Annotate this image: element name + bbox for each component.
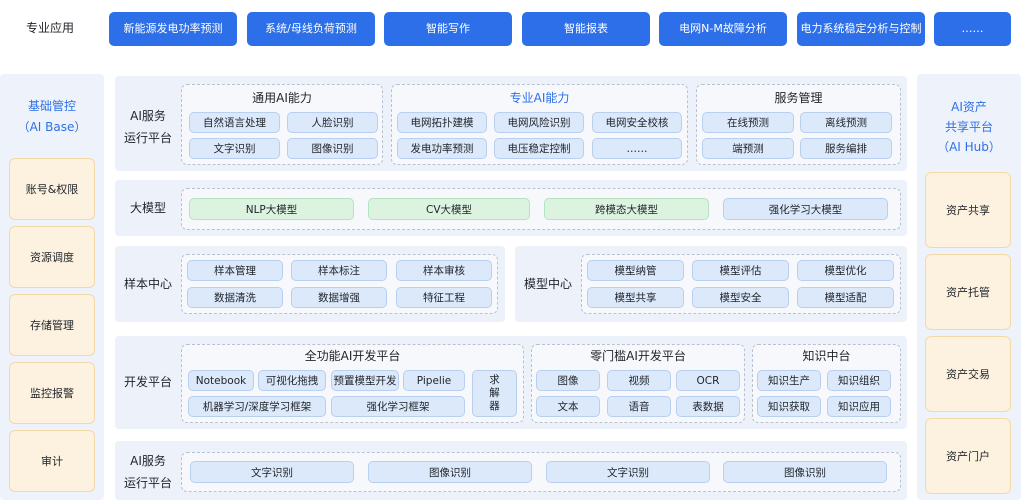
base-item-account[interactable]: 账号&权限 <box>9 158 95 220</box>
general-ai-title: 通用AI能力 <box>252 91 312 105</box>
model-nlp[interactable]: NLP大模型 <box>189 198 354 220</box>
app-new-energy-forecast[interactable]: 新能源发电功率预测 <box>109 12 237 46</box>
app-stability-control[interactable]: 电力系统稳定分析与控制 <box>797 12 925 46</box>
knowledge-produce[interactable]: 知识生产 <box>757 370 821 391</box>
capability-security-check[interactable]: 电网安全校核 <box>592 112 682 133</box>
model-cv[interactable]: CV大模型 <box>368 198 530 220</box>
app-smart-report[interactable]: 智能报表 <box>522 12 650 46</box>
knowledge-apply[interactable]: 知识应用 <box>827 396 891 417</box>
bottom-label-1: AI服务 <box>130 454 166 468</box>
sample-label[interactable]: 样本标注 <box>291 260 387 281</box>
feature-engineering[interactable]: 特征工程 <box>396 287 492 308</box>
bottom-ocr-1[interactable]: 文字识别 <box>190 461 354 483</box>
tool-pipeline[interactable]: Pipelie <box>403 370 465 391</box>
base-item-storage[interactable]: 存储管理 <box>9 294 95 356</box>
app-load-forecast[interactable]: 系统/母线负荷预测 <box>247 12 375 46</box>
app-nm-fault-analysis[interactable]: 电网N-M故障分析 <box>659 12 787 46</box>
model-share[interactable]: 模型共享 <box>587 287 684 308</box>
ai-hub-title-2: 共享平台 <box>944 120 993 134</box>
model-onboard[interactable]: 模型纳管 <box>587 260 684 281</box>
base-item-monitor[interactable]: 监控报警 <box>9 362 95 424</box>
service-mgmt-title: 服务管理 <box>774 91 823 105</box>
solver-char-3: 器 <box>489 400 500 412</box>
solver-char-2: 解 <box>489 387 500 399</box>
big-model-label: 大模型 <box>129 201 166 215</box>
service-offline[interactable]: 离线预测 <box>800 112 892 133</box>
model-adapt[interactable]: 模型适配 <box>797 287 894 308</box>
hub-item-share[interactable]: 资产共享 <box>925 172 1011 248</box>
model-evaluate[interactable]: 模型评估 <box>692 260 789 281</box>
tool-preset-model[interactable]: 预置模型开发 <box>331 370 399 391</box>
model-rl[interactable]: 强化学习大模型 <box>723 198 888 220</box>
zero-speech[interactable]: 语音 <box>607 396 671 417</box>
capability-image[interactable]: 图像识别 <box>287 138 378 159</box>
tool-ml-dl-framework[interactable]: 机器学习/深度学习框架 <box>188 396 326 417</box>
capability-risk[interactable]: 电网风险识别 <box>494 112 584 133</box>
capability-voltage[interactable]: 电压稳定控制 <box>494 138 584 159</box>
hub-item-portal[interactable]: 资产门户 <box>925 418 1011 494</box>
base-item-resource[interactable]: 资源调度 <box>9 226 95 288</box>
capability-power-forecast[interactable]: 发电功率预测 <box>397 138 487 159</box>
bottom-image-2[interactable]: 图像识别 <box>723 461 887 483</box>
service-orchestration[interactable]: 服务编排 <box>800 138 892 159</box>
capability-nlp[interactable]: 自然语言处理 <box>189 112 280 133</box>
capability-face[interactable]: 人脸识别 <box>287 112 378 133</box>
zero-tabular[interactable]: 表数据 <box>676 396 740 417</box>
full-dev-title: 全功能AI开发平台 <box>304 349 401 363</box>
model-multimodal[interactable]: 跨模态大模型 <box>544 198 709 220</box>
ai-hub-title-1: AI资产 <box>951 100 987 114</box>
bottom-ocr-2[interactable]: 文字识别 <box>546 461 710 483</box>
model-security[interactable]: 模型安全 <box>692 287 789 308</box>
app-more[interactable]: …… <box>934 12 1011 46</box>
tool-rl-framework[interactable]: 强化学习框架 <box>331 396 465 417</box>
solver-char-1: 求 <box>489 374 500 386</box>
capability-more[interactable]: …… <box>592 138 682 159</box>
sample-review[interactable]: 样本审核 <box>396 260 492 281</box>
top-row-label: 专业应用 <box>25 21 74 35</box>
service-edge[interactable]: 端预测 <box>702 138 794 159</box>
sample-center-label: 样本中心 <box>123 277 172 291</box>
capability-ocr[interactable]: 文字识别 <box>189 138 280 159</box>
data-augment[interactable]: 数据增强 <box>291 287 387 308</box>
bottom-label-2: 运行平台 <box>123 476 172 490</box>
zero-dev-title: 零门槛AI开发平台 <box>590 349 686 363</box>
tool-visual-drag[interactable]: 可视化拖拽 <box>258 370 326 391</box>
zero-ocr[interactable]: OCR <box>676 370 740 391</box>
zero-image[interactable]: 图像 <box>536 370 600 391</box>
zero-text[interactable]: 文本 <box>536 396 600 417</box>
model-center-label: 模型中心 <box>523 277 572 291</box>
hub-item-hosting[interactable]: 资产托管 <box>925 254 1011 330</box>
bottom-image-1[interactable]: 图像识别 <box>368 461 532 483</box>
hub-item-trade[interactable]: 资产交易 <box>925 336 1011 412</box>
capability-topology[interactable]: 电网拓扑建模 <box>397 112 487 133</box>
app-smart-writing[interactable]: 智能写作 <box>384 12 512 46</box>
ai-hub-subtitle: （AI Hub） <box>937 140 1001 154</box>
ai-base-subtitle: （AI Base） <box>17 120 87 134</box>
knowledge-acquire[interactable]: 知识获取 <box>757 396 821 417</box>
sample-manage[interactable]: 样本管理 <box>187 260 283 281</box>
model-optimize[interactable]: 模型优化 <box>797 260 894 281</box>
dev-platform-label: 开发平台 <box>123 375 172 389</box>
tool-notebook[interactable]: Notebook <box>188 370 254 391</box>
ai-base-title: 基础管控 <box>27 99 76 113</box>
knowledge-title: 知识中台 <box>802 349 851 363</box>
tool-solver[interactable]: 求 解 器 <box>472 370 517 417</box>
knowledge-organize[interactable]: 知识组织 <box>827 370 891 391</box>
data-cleaning[interactable]: 数据清洗 <box>187 287 283 308</box>
ai-service-label-2: 运行平台 <box>123 131 172 145</box>
special-ai-title: 专业AI能力 <box>509 91 570 105</box>
ai-service-label-1: AI服务 <box>130 109 166 123</box>
base-item-audit[interactable]: 审计 <box>9 430 95 492</box>
zero-video[interactable]: 视频 <box>607 370 671 391</box>
service-online[interactable]: 在线预测 <box>702 112 794 133</box>
